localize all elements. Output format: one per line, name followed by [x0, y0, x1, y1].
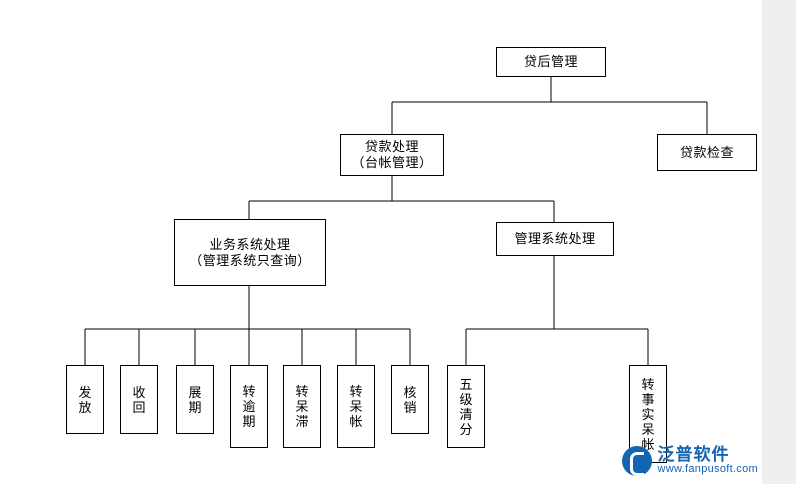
node-extension[interactable]: 展期: [176, 365, 214, 434]
watermark-brand: 泛普软件: [657, 445, 730, 465]
node-five-category-classification[interactable]: 五级清分: [447, 365, 485, 448]
node-recovery[interactable]: 收回: [120, 365, 158, 434]
node-write-off[interactable]: 核销: [391, 365, 429, 434]
node-management-system-processing[interactable]: 管理系统处理: [496, 222, 614, 256]
node-transfer-overdue[interactable]: 转逾期: [230, 365, 268, 448]
brand-logo-icon: [621, 446, 652, 476]
page-right-edge: [762, 0, 796, 484]
node-loan-inspection[interactable]: 贷款检查: [657, 134, 757, 171]
node-disbursement[interactable]: 发放: [66, 365, 104, 434]
node-transfer-bad-debt[interactable]: 转呆帐: [337, 365, 375, 448]
watermark: 泛普软件 www.fanpusoft.com: [621, 445, 758, 476]
node-transfer-sluggish[interactable]: 转呆滞: [283, 365, 321, 448]
node-root[interactable]: 贷后管理: [496, 47, 606, 77]
watermark-url: www.fanpusoft.com: [657, 463, 758, 476]
node-business-system-processing[interactable]: 业务系统处理 （管理系统只查询）: [174, 219, 326, 286]
node-loan-processing[interactable]: 贷款处理 （台帐管理）: [340, 134, 444, 176]
